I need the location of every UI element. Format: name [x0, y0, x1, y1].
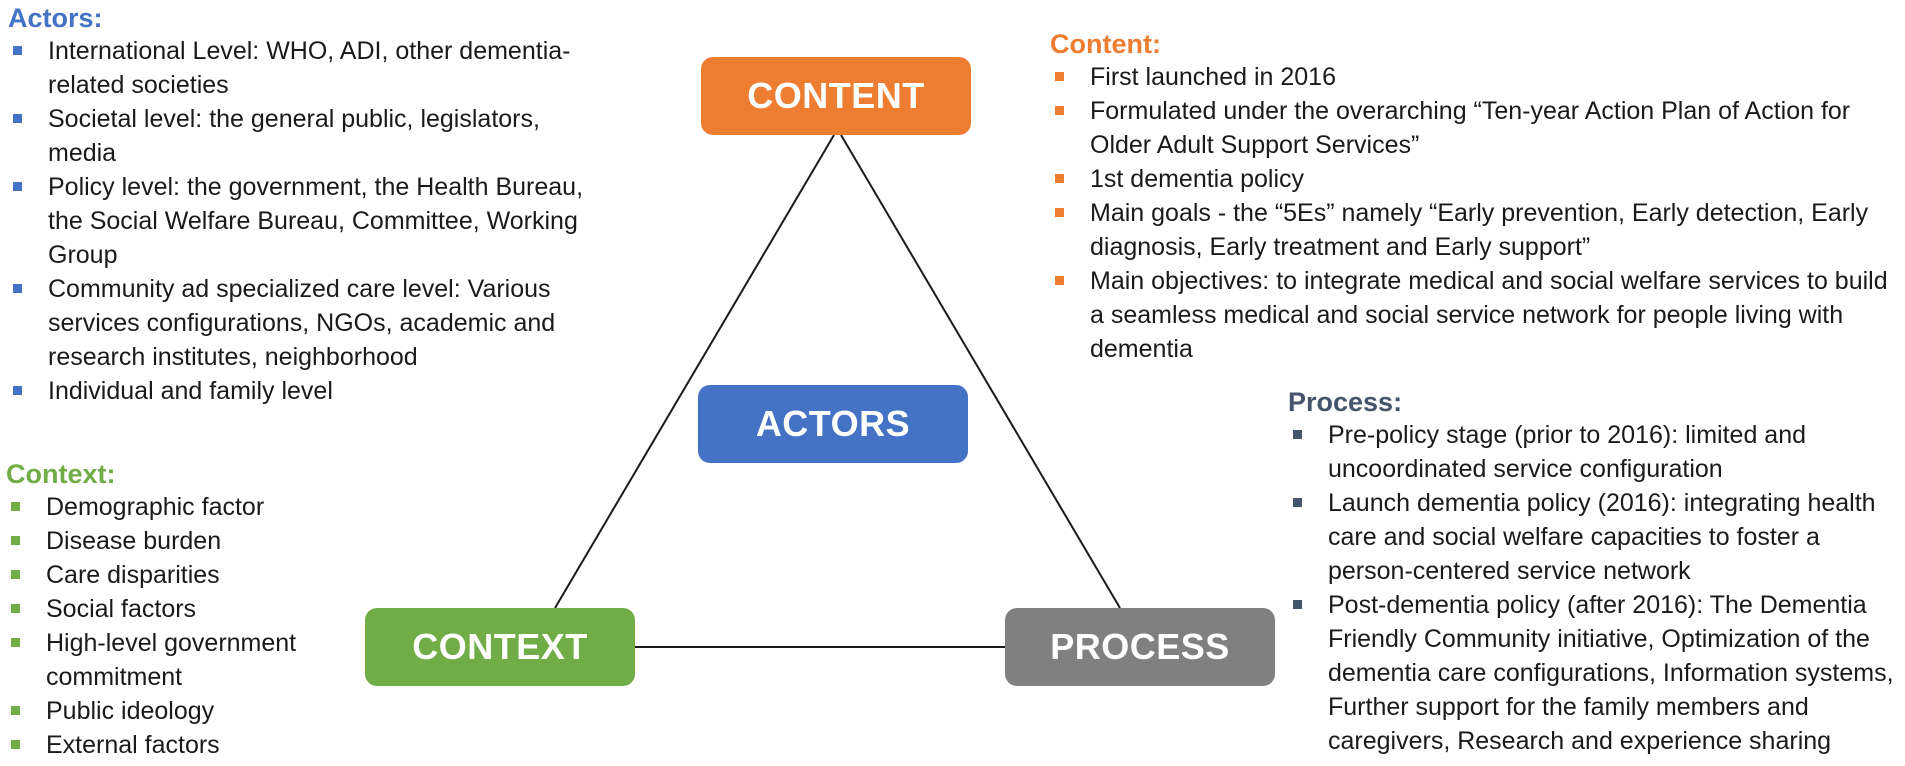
list-item: Post-dementia policy (after 2016): The D…	[1288, 588, 1903, 758]
square-bullet-icon	[1293, 600, 1302, 609]
list-item: Care disparities	[6, 558, 346, 592]
square-bullet-icon	[13, 182, 22, 191]
line-content-to-context	[554, 134, 835, 609]
list-item: External factors	[6, 728, 346, 762]
actors-list: International Level: WHO, ADI, other dem…	[8, 34, 608, 408]
content-heading: Content:	[1050, 29, 1161, 59]
list-item: Social factors	[6, 592, 346, 626]
process-node: PROCESS	[1005, 608, 1275, 686]
square-bullet-icon	[1055, 72, 1064, 81]
square-bullet-icon	[11, 740, 20, 749]
actors-heading: Actors:	[8, 3, 103, 33]
square-bullet-icon	[11, 570, 20, 579]
square-bullet-icon	[13, 386, 22, 395]
content-node: CONTENT	[701, 57, 971, 135]
list-item: Launch dementia policy (2016): integrati…	[1288, 486, 1903, 588]
square-bullet-icon	[1293, 430, 1302, 439]
actors-node: ACTORS	[698, 385, 968, 463]
square-bullet-icon	[11, 604, 20, 613]
list-item: Community ad specialized care level: Var…	[8, 272, 608, 374]
list-item: Main objectives: to integrate medical an…	[1050, 264, 1890, 366]
list-item: Individual and family level	[8, 374, 608, 408]
square-bullet-icon	[1055, 208, 1064, 217]
list-item: Disease burden	[6, 524, 346, 558]
actors-panel: Actors: International Level: WHO, ADI, o…	[8, 2, 608, 408]
content-list: First launched in 2016 Formulated under …	[1050, 60, 1890, 366]
square-bullet-icon	[1055, 106, 1064, 115]
square-bullet-icon	[13, 284, 22, 293]
content-panel: Content: First launched in 2016 Formulat…	[1050, 28, 1890, 366]
list-item: High-level government commitment	[6, 626, 346, 694]
list-item: International Level: WHO, ADI, other dem…	[8, 34, 608, 102]
square-bullet-icon	[11, 502, 20, 511]
context-node: CONTEXT	[365, 608, 635, 686]
square-bullet-icon	[11, 638, 20, 647]
process-panel: Process: Pre-policy stage (prior to 2016…	[1288, 386, 1903, 758]
list-item: 1st dementia policy	[1050, 162, 1890, 196]
list-item: Main goals - the “5Es” namely “Early pre…	[1050, 196, 1890, 264]
square-bullet-icon	[1055, 174, 1064, 183]
list-item: Societal level: the general public, legi…	[8, 102, 608, 170]
list-item: Formulated under the overarching “Ten-ye…	[1050, 94, 1890, 162]
list-item: Demographic factor	[6, 490, 346, 524]
square-bullet-icon	[13, 114, 22, 123]
process-heading: Process:	[1288, 387, 1403, 417]
context-panel: Context: Demographic factor Disease burd…	[6, 458, 346, 762]
list-item: Policy level: the government, the Health…	[8, 170, 608, 272]
square-bullet-icon	[13, 46, 22, 55]
line-content-to-process	[840, 134, 1121, 609]
context-heading: Context:	[6, 459, 116, 489]
list-item: Public ideology	[6, 694, 346, 728]
list-item: Pre-policy stage (prior to 2016): limite…	[1288, 418, 1903, 486]
list-item: First launched in 2016	[1050, 60, 1890, 94]
square-bullet-icon	[11, 706, 20, 715]
context-list: Demographic factor Disease burden Care d…	[6, 490, 346, 762]
process-list: Pre-policy stage (prior to 2016): limite…	[1288, 418, 1903, 758]
square-bullet-icon	[1293, 498, 1302, 507]
square-bullet-icon	[11, 536, 20, 545]
square-bullet-icon	[1055, 276, 1064, 285]
